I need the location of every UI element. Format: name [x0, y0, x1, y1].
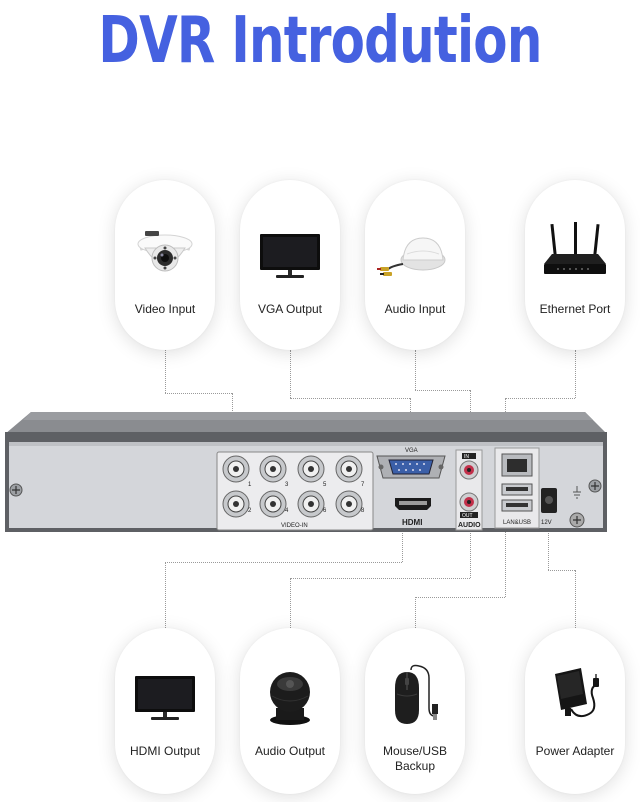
channel-number: 4 [285, 508, 289, 514]
page-title: DVR Introdution [98, 4, 542, 78]
ethernet-port-label: Ethernet Port [539, 302, 611, 316]
dome-camera-icon [137, 231, 193, 272]
audio-in-tag: IN [464, 454, 469, 460]
connector-video-input [165, 350, 166, 393]
mouse-usb-label: Mouse/USB Backup [365, 744, 465, 774]
connector-mouse-usb [415, 597, 505, 598]
channel-number: 2 [248, 508, 252, 514]
power-adapter-label: Power Adapter [535, 744, 615, 758]
video-in-ports: 1 3 5 7 2 4 6 8 VIDEO-IN [216, 451, 374, 531]
audio-output-card: Audio Output [240, 628, 340, 794]
power-adapter-card: Power Adapter [525, 628, 625, 794]
mouse-usb-label-line1: Mouse/USB [382, 744, 448, 758]
monitor-icon [260, 234, 320, 278]
audio-output-label: Audio Output [254, 744, 326, 758]
channel-number: 1 [248, 482, 252, 488]
ethernet-port-card: Ethernet Port [525, 180, 625, 350]
connector-audio-output [290, 578, 470, 579]
connector-ethernet-port [505, 398, 575, 399]
connector-audio-input [415, 350, 416, 390]
power-adapter-icon [555, 668, 599, 718]
channel-number: 3 [285, 482, 289, 488]
connector-power-adapter [575, 570, 576, 628]
connector-hdmi-output [165, 562, 166, 628]
connector-audio-output [470, 530, 471, 578]
vga-output-label: VGA Output [257, 302, 323, 316]
lan-usb-ports: LAN&USB [494, 447, 540, 529]
hdmi-output-label: HDMI Output [129, 744, 201, 758]
power-port: 12V [541, 486, 585, 528]
monitor-icon [135, 676, 195, 720]
dvr-back-panel: 1 3 5 7 2 4 6 8 VIDEO-IN VGA HDMI IN OUT… [5, 412, 607, 532]
connector-vga-output [290, 350, 291, 398]
audio-input-card: Audio Input [365, 180, 465, 350]
channel-number: 5 [323, 482, 327, 488]
mouse-icon [395, 664, 438, 724]
connector-vga-output [290, 398, 410, 399]
hdmi-port-label: HDMI [402, 518, 422, 527]
connector-audio-input [415, 390, 470, 391]
video-input-label: Video Input [134, 302, 196, 316]
channel-number: 6 [323, 508, 327, 514]
mouse-usb-label-line2: Backup [394, 759, 436, 773]
hdmi-port: HDMI [395, 498, 431, 527]
vga-output-card: VGA Output [240, 180, 340, 350]
vga-port-label: VGA [405, 448, 418, 454]
vga-port [376, 455, 446, 479]
router-icon [544, 222, 606, 274]
speaker-icon [270, 672, 310, 725]
channel-number: 7 [361, 482, 365, 488]
audio-out-tag: OUT [462, 513, 473, 519]
connector-hdmi-output [402, 530, 403, 562]
connector-mouse-usb [505, 530, 506, 597]
lan-usb-label: LAN&USB [503, 520, 531, 526]
video-in-label: VIDEO-IN [281, 523, 308, 529]
connector-power-adapter [548, 570, 575, 571]
connector-video-input [165, 393, 232, 394]
connector-power-adapter [548, 525, 549, 570]
microphone-icon [377, 237, 446, 276]
connector-ethernet-port [575, 350, 576, 398]
connector-audio-output [290, 578, 291, 628]
video-input-card: Video Input [115, 180, 215, 350]
hdmi-output-card: HDMI Output [115, 628, 215, 794]
audio-ports: IN OUT AUDIO [455, 449, 483, 531]
connector-hdmi-output [165, 562, 402, 563]
connector-mouse-usb [415, 597, 416, 628]
channel-number: 8 [361, 508, 365, 514]
audio-input-label: Audio Input [384, 302, 446, 316]
mouse-usb-card: Mouse/USB Backup [365, 628, 465, 794]
audio-label: AUDIO [458, 522, 481, 529]
power-label: 12V [541, 520, 552, 526]
